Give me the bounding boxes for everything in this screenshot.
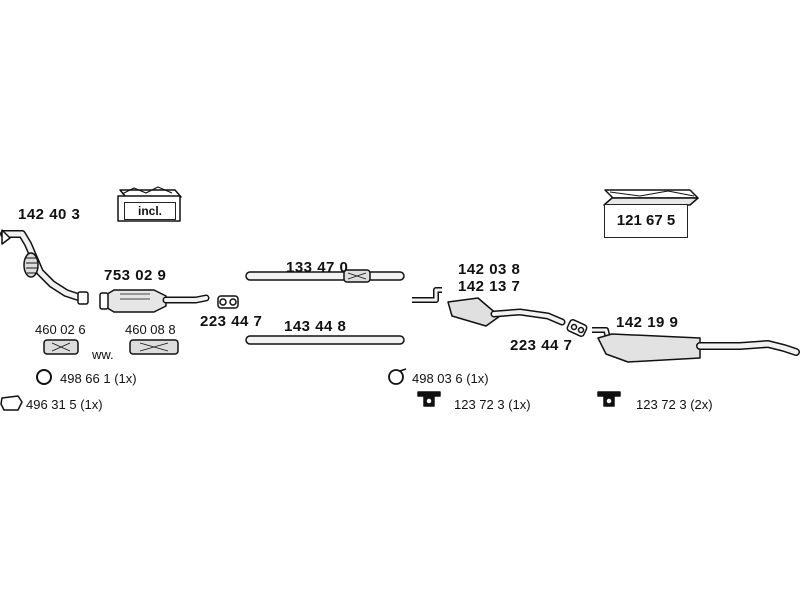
ring-2-part-number: 498 03 6 (1x) xyxy=(412,371,489,386)
catalytic-converter-icon xyxy=(99,289,210,313)
catalyst-part-number: 753 02 9 xyxy=(104,267,167,284)
bracket-1-icon xyxy=(0,395,23,411)
gasket-2-part-number: 460 08 8 xyxy=(125,322,176,337)
kit-incl-label: incl. xyxy=(124,202,176,220)
gasket-1-part-number: 460 02 6 xyxy=(35,322,86,337)
center-pipe-top-part-number: 133 47 0 xyxy=(286,259,349,276)
hanger-1-icon xyxy=(417,391,441,407)
center-pipe-top-icon xyxy=(245,269,405,283)
front-pipe-part-number: 142 40 3 xyxy=(18,206,81,223)
rear-silencer-part-number: 142 19 9 xyxy=(616,314,679,331)
gasket-2-icon xyxy=(129,339,179,355)
middle-silencer-icon xyxy=(412,287,566,327)
clamp-b-part-number: 223 44 7 xyxy=(510,337,573,354)
ring-2-icon xyxy=(388,368,407,385)
ring-1-part-number: 498 66 1 (1x) xyxy=(60,371,137,386)
rear-silencer-icon xyxy=(592,327,800,363)
center-pipe-bottom-icon xyxy=(245,335,405,345)
clamp-b-icon xyxy=(566,318,588,338)
hanger-2-icon xyxy=(597,391,621,407)
gasket-separator-label: ww. xyxy=(92,347,114,362)
front-pipe-icon xyxy=(0,229,89,305)
mid-silencer-part-number-2: 142 13 7 xyxy=(458,278,521,295)
ring-1-icon xyxy=(36,369,52,385)
mid-silencer-part-number-1: 142 03 8 xyxy=(458,261,521,278)
hanger-2-part-number: 123 72 3 (2x) xyxy=(636,397,713,412)
bracket-1-part-number: 496 31 5 (1x) xyxy=(26,397,103,412)
assembly-kit-box-icon xyxy=(603,189,699,206)
center-pipe-bottom-part-number: 143 44 8 xyxy=(284,318,347,335)
gasket-1-icon xyxy=(43,339,79,355)
clamp-a-part-number: 223 44 7 xyxy=(200,313,263,330)
clamp-a-icon xyxy=(217,295,239,309)
hanger-1-part-number: 123 72 3 (1x) xyxy=(454,397,531,412)
assembly-kit-part-number: 121 67 5 xyxy=(604,204,688,238)
